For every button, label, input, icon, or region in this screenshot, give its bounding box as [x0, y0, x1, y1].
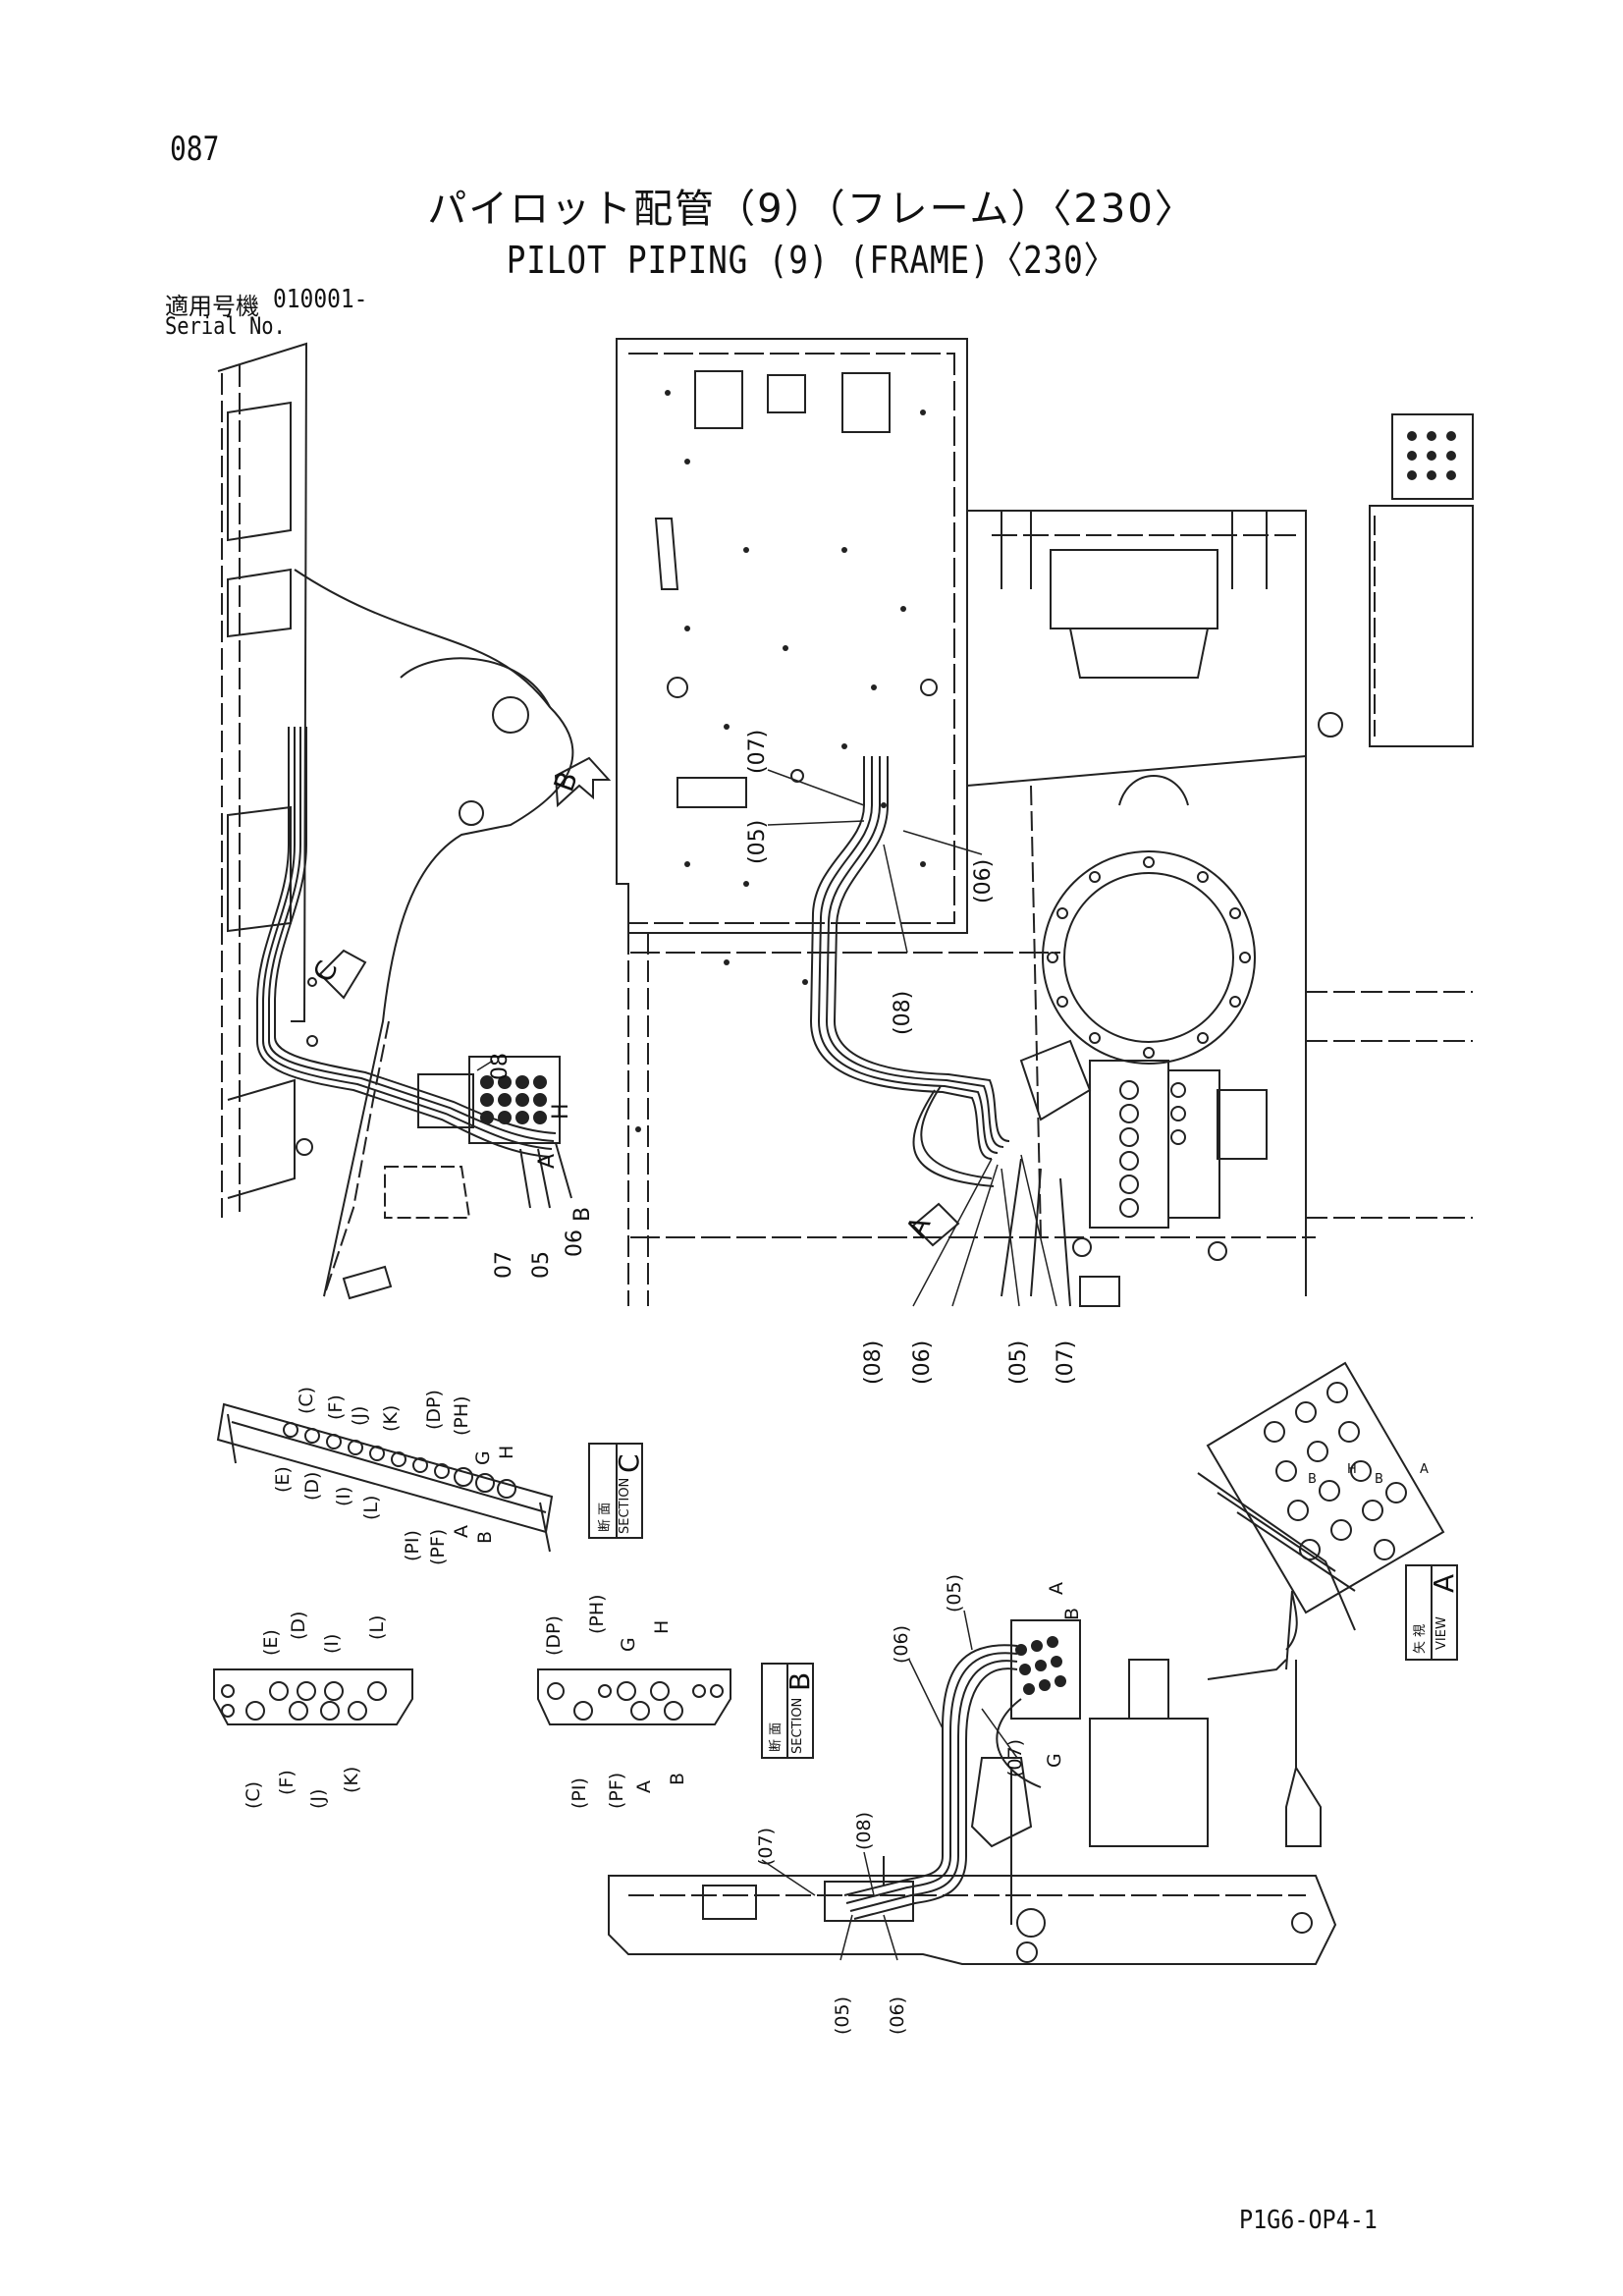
sec-c-port-ph: (PH)	[451, 1395, 472, 1436]
sec-b-letter: B	[784, 1672, 816, 1691]
detail-b-08: (08)	[853, 1812, 875, 1850]
detail-leaders	[761, 1610, 1018, 1961]
left-frame	[217, 342, 574, 1300]
callout-lower-08: (08)	[861, 1340, 886, 1385]
sec-b-port-l: (L)	[366, 1615, 388, 1640]
sec-c-letter: C	[613, 1453, 645, 1473]
sec-c-port-h: H	[496, 1446, 517, 1459]
view-a-letter: A	[1428, 1574, 1460, 1593]
detail-pipe-bundle	[843, 1644, 1042, 1920]
callout-lower-05: (05)	[1006, 1340, 1031, 1385]
sec-b-port-d: (D)	[288, 1612, 309, 1640]
center-pipe-bundle	[809, 756, 1010, 1187]
callout-left-b: B	[570, 1207, 595, 1222]
view-a-small-b2: B	[1375, 1472, 1383, 1487]
sec-c-port-e: (E)	[272, 1466, 294, 1493]
sec-b-port-ph: (PH)	[586, 1594, 608, 1634]
view-a-small-b1: B	[1308, 1472, 1317, 1487]
callout-upper-08: (08)	[891, 991, 915, 1035]
sec-b-port-i: (I)	[321, 1634, 343, 1654]
callout-left-08: 08	[488, 1053, 513, 1080]
sec-b-port-dp: (DP)	[543, 1615, 565, 1656]
sec-b-port-h: H	[651, 1620, 673, 1634]
title-english: PILOT PIPING (9) (FRAME)〈230〉	[506, 239, 1117, 282]
sec-b-jp: 断 面	[769, 1722, 784, 1752]
callout-upper-07: (07)	[745, 730, 770, 774]
sec-b-port-pi: (PI)	[568, 1777, 590, 1809]
view-a-diagram: B H B A 矢 視 VIEW A	[1197, 1361, 1460, 1661]
sec-c-port-j: (J)	[349, 1406, 370, 1426]
section-b-diagram: (E) (D) (I) (L) (DP) (PH) G H (C) (F) (J…	[213, 1594, 816, 1809]
section-c-diagram: (C) (F) (J) (K) (E) (D) (I) (L) (DP) (PH…	[216, 1387, 645, 1565]
sec-b-port-g: G	[618, 1637, 639, 1652]
callout-left-05: 05	[529, 1251, 554, 1279]
sec-c-port-c: (C)	[296, 1387, 317, 1414]
view-a-jp: 矢 視	[1413, 1624, 1428, 1654]
sec-c-port-a: A	[451, 1525, 472, 1538]
view-a-small-a: A	[1420, 1462, 1429, 1477]
sec-c-port-d: (D)	[301, 1472, 323, 1501]
center-pilot-valve	[1001, 1039, 1268, 1307]
detail-assembly	[608, 1590, 1337, 1965]
sec-b-port-j: (J)	[307, 1789, 329, 1809]
sec-c-port-b: B	[474, 1531, 496, 1544]
sec-c-port-l: (L)	[360, 1496, 382, 1520]
main-callouts: 08 H A B 07 05 06 (07) (05) (06) (08) (0…	[488, 730, 1078, 1385]
sec-b-port-c: (C)	[243, 1781, 264, 1809]
callout-lower-06: (06)	[910, 1340, 935, 1385]
callout-left-a: A	[535, 1154, 560, 1169]
sec-c-port-pf: (PF)	[427, 1529, 449, 1565]
sec-c-jp: 断 面	[598, 1503, 613, 1532]
sec-b-port-b: B	[667, 1773, 688, 1785]
drawing-code: P1G6-OP4-1	[1239, 2206, 1378, 2235]
detail-b-05: (05)	[832, 1996, 853, 2035]
callout-left-06: 06	[563, 1230, 587, 1257]
serial-label-japanese: 適用号機	[165, 293, 259, 320]
callout-left-h: H	[549, 1103, 573, 1120]
left-pilot-valve	[384, 1056, 572, 1219]
sec-c-port-k: (K)	[380, 1405, 402, 1432]
callout-lower-07: (07)	[1054, 1340, 1078, 1385]
sec-b-en: SECTION	[790, 1698, 805, 1754]
sec-c-en: SECTION	[618, 1478, 632, 1534]
detail-g: G	[1044, 1753, 1065, 1768]
sec-c-port-g: G	[472, 1450, 494, 1465]
view-marker-c: C	[306, 949, 367, 1000]
center-floor-plate	[616, 338, 1316, 1306]
sec-c-port-i: (I)	[333, 1487, 354, 1506]
callout-upper-05: (05)	[745, 820, 770, 864]
detail-a: A	[1046, 1582, 1067, 1595]
sec-b-port-f: (F)	[276, 1770, 298, 1795]
serial-value: 010001-	[273, 285, 368, 314]
view-a-small-h: H	[1347, 1462, 1357, 1477]
detail-06: (06)	[891, 1625, 912, 1664]
sec-b-port-k: (K)	[341, 1767, 362, 1793]
sec-b-port-e: (E)	[260, 1629, 282, 1656]
sec-b-port-a: A	[633, 1780, 655, 1793]
sec-c-port-dp: (DP)	[423, 1390, 445, 1430]
sec-c-port-f: (F)	[325, 1394, 347, 1420]
detail-b-06: (06)	[887, 1996, 908, 2035]
title-japanese: パイロット配管（9）（フレーム）〈230〉	[427, 187, 1196, 232]
sec-b-port-pf: (PF)	[606, 1773, 627, 1809]
detail-b: B	[1061, 1608, 1083, 1620]
view-a-en: VIEW	[1434, 1616, 1449, 1650]
callout-left-07: 07	[492, 1251, 516, 1279]
leader-lines	[476, 769, 1057, 1307]
detail-05-upper: (05)	[944, 1574, 965, 1613]
view-marker-b: B	[548, 756, 612, 808]
page-number: 087	[170, 130, 220, 169]
detail-b-07: (07)	[755, 1828, 777, 1866]
left-pipe-bundle	[256, 727, 557, 1158]
serial-label-english: Serial No.	[165, 312, 286, 340]
right-swing-frame	[966, 413, 1474, 1296]
callout-upper-06: (06)	[971, 859, 996, 903]
sec-c-port-pi: (PI)	[402, 1530, 423, 1561]
marker-c-letter: C	[306, 956, 344, 987]
